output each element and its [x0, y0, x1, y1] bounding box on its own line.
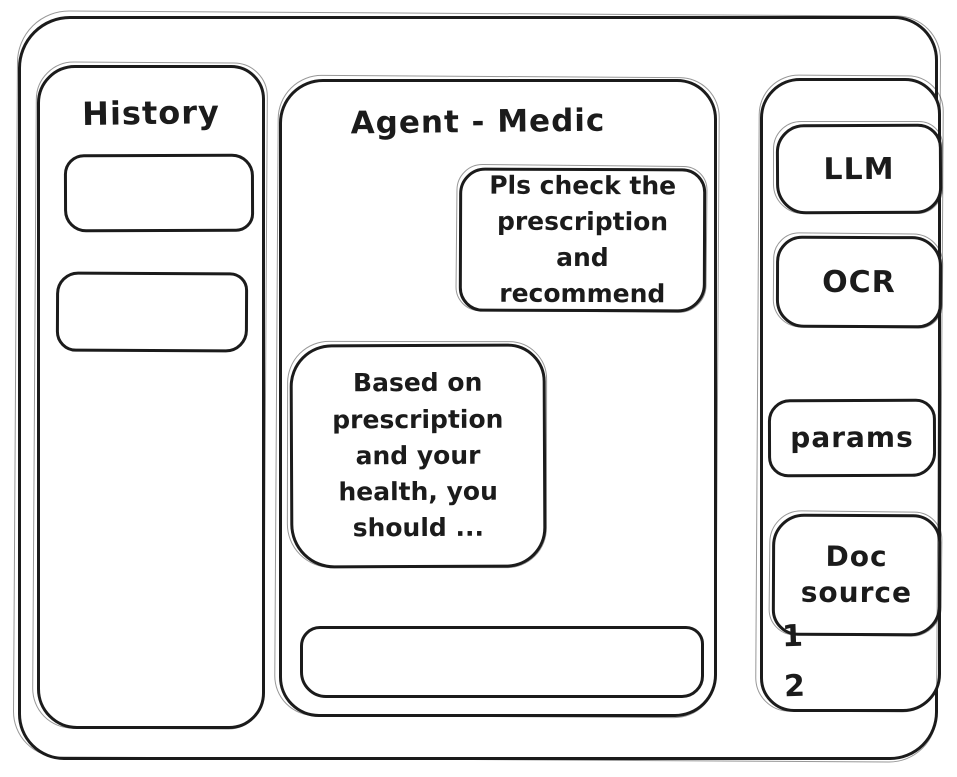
chat-message-input[interactable] [300, 626, 704, 698]
app-window-frame: History Agent - Medic Pls check the pres… [18, 16, 943, 760]
history-item[interactable] [63, 153, 255, 233]
doc-source-item[interactable]: 2 [783, 668, 806, 705]
params-button[interactable]: params [767, 398, 937, 478]
user-message-bubble: Pls check the prescription and recommend [458, 167, 707, 313]
chat-panel: Agent - Medic Pls check the prescription… [279, 79, 717, 717]
llm-button[interactable]: LLM [775, 123, 943, 215]
chat-title: Agent - Medic [350, 102, 606, 142]
agent-message-bubble: Based on prescription and your health, y… [289, 343, 547, 569]
ocr-button[interactable]: OCR [775, 235, 943, 329]
history-title: History [81, 93, 221, 133]
history-panel: History [37, 65, 265, 729]
history-item[interactable] [55, 271, 249, 353]
tools-panel: LLM OCR params Doc source 1 2 [760, 78, 943, 712]
doc-source-item[interactable]: 1 [781, 618, 804, 655]
